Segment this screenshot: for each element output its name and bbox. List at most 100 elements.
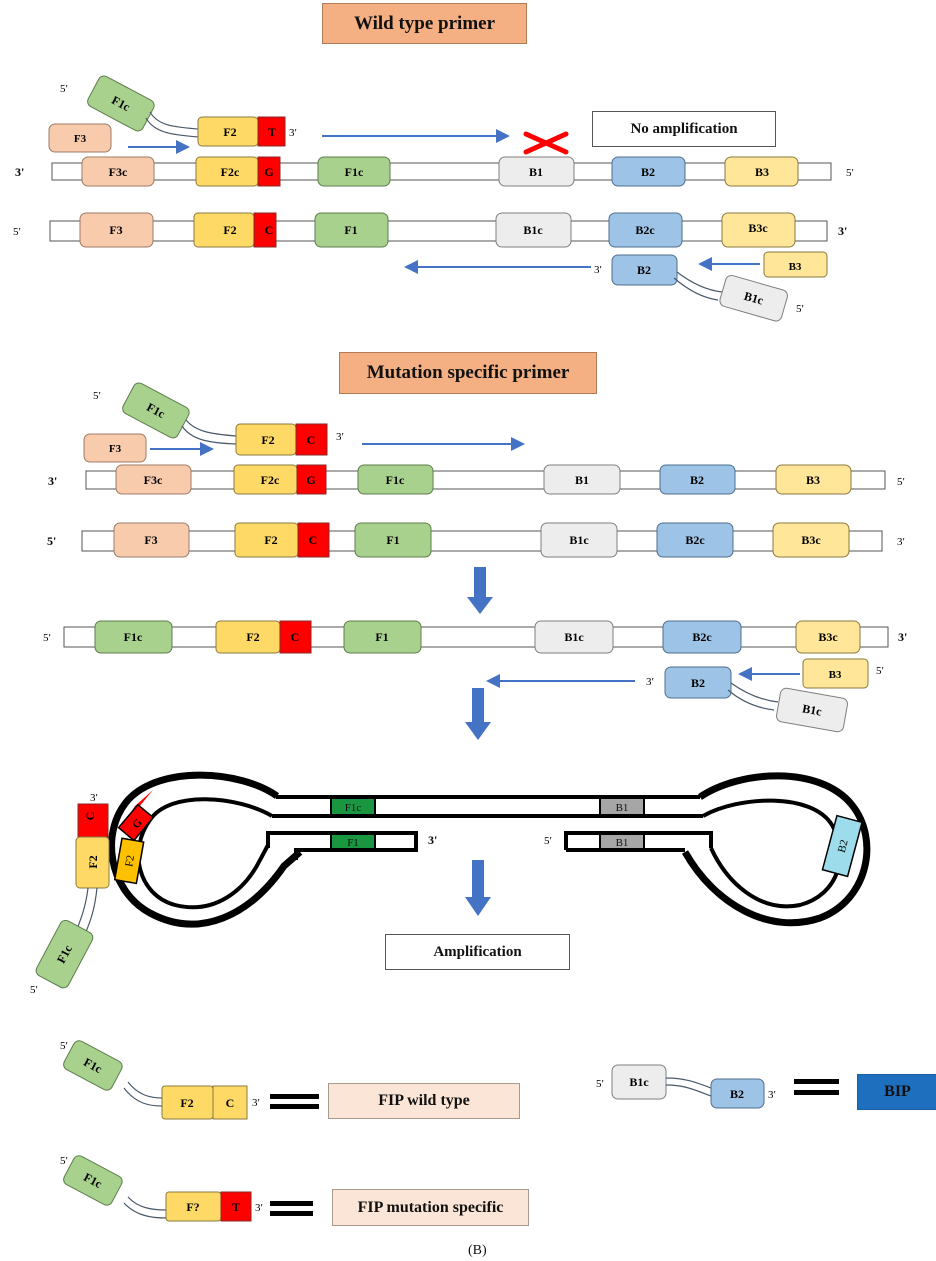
wt-strand-bottom-5end: 5′: [13, 226, 21, 238]
wt-fip-linker: [146, 112, 198, 137]
segment-B3c-label: B3c: [818, 630, 838, 644]
segment-B2c-label: B2c: [635, 223, 655, 237]
down-arrow-icon: [465, 688, 491, 740]
legend-fip-wt-5end: 5′: [60, 1040, 68, 1052]
segment-F1-label: F1: [386, 533, 399, 547]
segment-F3-label: F3: [109, 223, 122, 237]
segment-B1c-label: B1c: [564, 630, 584, 644]
dumbbell-left-inner-loop: [138, 799, 272, 907]
legend-fip-mut-5end: 5′: [60, 1155, 68, 1167]
wt-strand-bottom-3end: 3': [838, 224, 847, 238]
legend-bip-5end: 5′: [596, 1078, 604, 1090]
segment-C-label: C: [309, 533, 318, 547]
legend-fip-wt-F2-label: F2: [180, 1096, 193, 1110]
segment-F3-label: F3: [144, 533, 157, 547]
wild-type-title: Wild type primer: [322, 3, 527, 44]
mut-strand-extended: [64, 627, 888, 647]
legend-fip-mut-linker: [124, 1197, 166, 1218]
amplification-label: Amplification: [385, 934, 570, 970]
segment-F2c-label: F2c: [261, 473, 280, 487]
legend-fip-mutation-specific: FIP mutation specific: [332, 1189, 529, 1226]
mut-strand-bottom-3end: 3′: [897, 536, 905, 548]
legend-fip-mut-T-label: T: [232, 1200, 240, 1214]
wt-strand-bottom: [50, 221, 827, 241]
segment-B3c-label: B3c: [748, 221, 768, 235]
down-arrow-icon: [465, 860, 491, 916]
loop-B1-bottom-label: B1: [616, 837, 629, 849]
loop-fip-primer: 3′ C F2 F1c 5′: [30, 792, 109, 996]
segment-F1c-label: F1c: [124, 630, 143, 644]
mut-bip-B2-label: B2: [691, 676, 705, 690]
legend-bip-3end: 3′: [768, 1089, 776, 1101]
segment-F2-label: F2: [246, 630, 259, 644]
segment-G-label: G: [306, 473, 315, 487]
wt-fip-5end: 5′: [60, 83, 68, 95]
mutation-specific-title: Mutation specific primer: [339, 352, 597, 394]
mut-fip-linker: [182, 420, 236, 444]
loop-fip-F2-label: F2: [86, 855, 100, 868]
wt-strand-top-3end: 3': [15, 165, 24, 179]
segment-F2-label: F2: [223, 223, 236, 237]
mut-fip-3end: 3′: [336, 431, 344, 443]
wt-fip-T-label: T: [268, 125, 276, 139]
segment-C-label: C: [291, 630, 300, 644]
segment-F1c-label: F1c: [386, 473, 405, 487]
mut-B3-primer-label: B3: [829, 669, 842, 681]
legend-bip: BIP: [857, 1074, 936, 1110]
equals-icon: [270, 1201, 313, 1216]
wt-bip-B2-label: B2: [637, 263, 651, 277]
mut-strand-top-5end: 5′: [897, 476, 905, 488]
segment-B2c-label: B2c: [685, 533, 705, 547]
legend-fip-mut-3end: 3′: [255, 1202, 263, 1214]
segment-F2c-label: F2c: [221, 165, 240, 179]
no-extension-cross-icon: [526, 134, 566, 152]
mut-B3-5end: 5′: [876, 665, 884, 677]
mut-strand-top: [86, 471, 885, 489]
segment-B2-label: B2: [690, 473, 704, 487]
legend-fip-wt-C-label: C: [226, 1096, 235, 1110]
segment-F3c-label: F3c: [144, 473, 163, 487]
legend-fip-wt-3end: 3′: [252, 1097, 260, 1109]
legend-bip-B2-label: B2: [730, 1087, 744, 1101]
segment-B1c-label: B1c: [523, 223, 543, 237]
wt-strand-top-5end: 5′: [846, 167, 854, 179]
mut-strand-bottom-5end: 5': [47, 534, 56, 548]
figure-caption: (B): [468, 1243, 487, 1259]
wt-bip-linker: [674, 272, 722, 300]
mut-F3-primer-label: F3: [109, 443, 122, 455]
mut-strand-bottom: [82, 531, 882, 551]
loop-5end: 5′: [544, 835, 552, 847]
mut-bip-linker: [728, 683, 778, 710]
dumbbell-right-inner-loop: [703, 801, 840, 907]
wt-bip-5end: 5′: [796, 303, 804, 315]
segment-F1c-label: F1c: [345, 165, 364, 179]
wt-F3-primer-label: F3: [74, 133, 87, 145]
legend-bip-B1c-label: B1c: [629, 1075, 649, 1089]
no-amplification-label: No amplification: [592, 111, 776, 147]
segment-F2-label: F2: [264, 533, 277, 547]
loop-fip-5end: 5′: [30, 984, 38, 996]
segment-C-label: C: [265, 223, 274, 237]
equals-icon: [270, 1094, 319, 1109]
equals-icon: [794, 1079, 839, 1095]
mut-strand-extended-3end: 3': [898, 630, 907, 644]
loop-F2-label: F2: [123, 854, 137, 868]
legend-bip-linker: [666, 1078, 711, 1096]
loop-B1-top-label: B1: [616, 802, 629, 814]
wt-bip-3end: 3′: [594, 264, 602, 276]
mutation-panel: 5′ F1c F2 C 3′ F3 3' 5′ F3c F2c G F1c B1: [43, 381, 907, 740]
down-arrow-icon: [467, 567, 493, 614]
segment-G-label: G: [264, 165, 273, 179]
mut-strand-extended-5end: 5′: [43, 632, 51, 644]
loop-3end: 3': [428, 833, 437, 847]
legend-fip-mut-F2-label: F?: [186, 1200, 199, 1214]
segment-B1-label: B1: [575, 473, 589, 487]
mut-fip-F2-label: F2: [261, 433, 274, 447]
segment-B3-label: B3: [806, 473, 820, 487]
loop-fip-3end: 3′: [90, 792, 98, 804]
segment-F1-label: F1: [344, 223, 357, 237]
loop-F1c-label: F1c: [345, 802, 362, 814]
wt-fip-3end: 3′: [289, 127, 297, 139]
